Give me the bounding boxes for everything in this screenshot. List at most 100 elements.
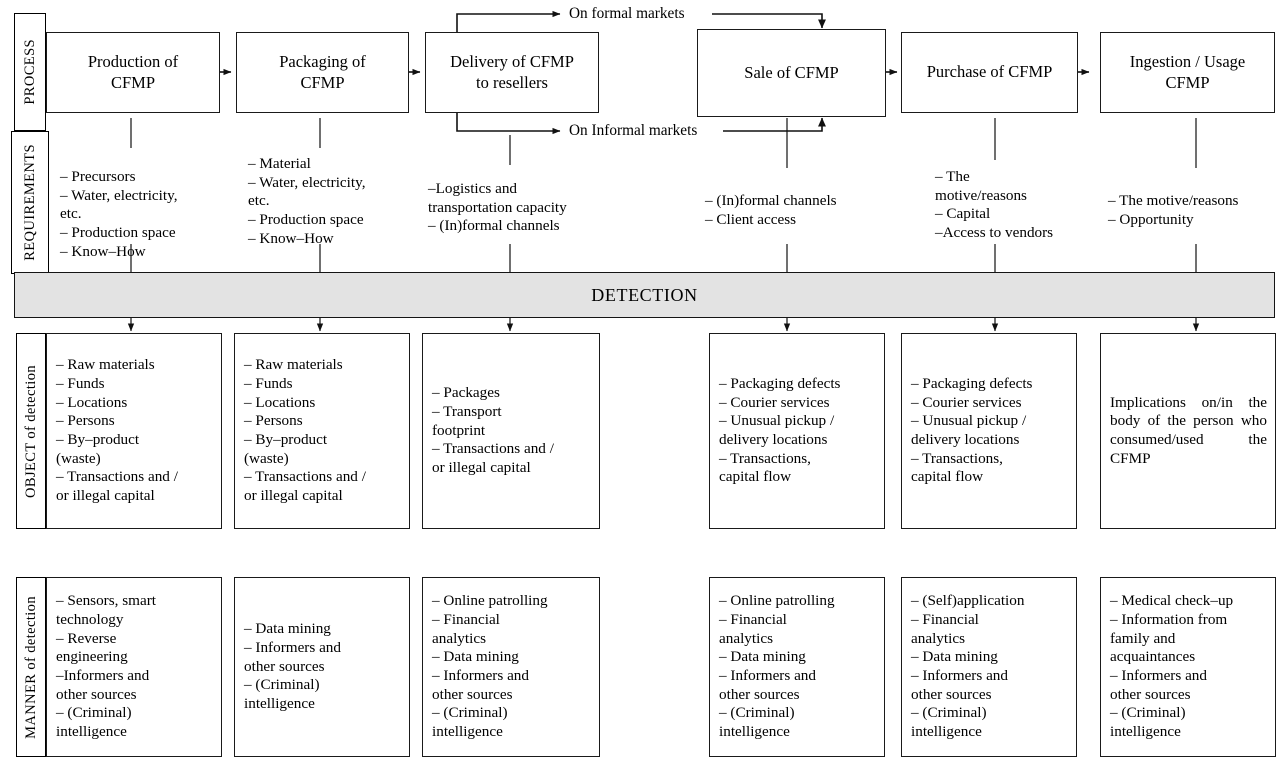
object-item: – Transactions,: [719, 449, 811, 467]
manner-box-2[interactable]: – Data mining – Informers and other sour…: [234, 577, 410, 757]
row-label-object: OBJECT of detection: [16, 333, 46, 529]
manner-item: engineering: [56, 648, 128, 666]
channel-label-formal: On formal markets: [566, 5, 688, 23]
manner-item: analytics: [911, 629, 965, 647]
manner-item: acquaintances: [1110, 648, 1196, 666]
manner-item: – Reverse: [56, 629, 117, 647]
process-box-sale-label: Sale of CFMP: [744, 62, 839, 82]
object-item: – Persons: [244, 412, 303, 430]
object-item: – Courier services: [719, 393, 830, 411]
manner-item: – Informers and: [244, 638, 341, 656]
row-label-object-text: OBJECT of detection: [22, 364, 39, 498]
process-box-packaging[interactable]: Packaging of CFMP: [236, 32, 409, 113]
object-box-2[interactable]: – Raw materials – Funds – Locations – Pe…: [234, 333, 410, 529]
object-item: capital flow: [719, 468, 792, 486]
object-item: or illegal capital: [244, 487, 343, 505]
object-box-3[interactable]: – Packages – Transport footprint – Trans…: [422, 333, 600, 529]
object-box-5[interactable]: – Packaging defects – Courier services –…: [901, 333, 1077, 529]
manner-item: – (Criminal): [244, 676, 320, 694]
row-label-process: PROCESS: [14, 13, 46, 131]
object-box-4[interactable]: – Packaging defects – Courier services –…: [709, 333, 885, 529]
process-box-purchase-label: Purchase of CFMP: [926, 62, 1053, 82]
object-item: – Locations: [56, 393, 128, 411]
requirement-item: etc.: [248, 192, 270, 210]
object-item: – Persons: [56, 412, 115, 430]
object-box-6[interactable]: Implications on/in the body of the perso…: [1100, 333, 1276, 529]
requirement-item: –Access to vendors: [935, 224, 1054, 242]
requirement-item: – (In)formal channels: [705, 192, 837, 209]
requirement-item: – Capital: [935, 205, 991, 223]
object-item: – Unusual pickup /: [911, 412, 1027, 430]
object-item: – By–product: [56, 431, 140, 448]
requirement-item: – Client access: [705, 210, 797, 228]
process-box-production-label: Production of CFMP: [87, 51, 179, 92]
object-item: – Packages: [432, 384, 500, 402]
manner-item: – (Criminal): [56, 704, 132, 722]
object-item: delivery locations: [911, 431, 1020, 448]
manner-item: other sources: [432, 685, 513, 703]
process-box-sale[interactable]: Sale of CFMP: [697, 29, 886, 117]
requirement-item: – The: [935, 168, 970, 185]
object-item: – Packaging defects: [719, 374, 841, 392]
manner-item: other sources: [1110, 685, 1191, 703]
requirements-col-1: – Precursors – Water, electricity, etc. …: [60, 168, 228, 261]
requirements-col-5: – The motive/reasons – Capital –Access t…: [935, 168, 1085, 243]
process-box-ingestion[interactable]: Ingestion / Usage CFMP: [1100, 32, 1275, 113]
process-box-production[interactable]: Production of CFMP: [46, 32, 220, 113]
object-item: – Courier services: [911, 393, 1022, 411]
object-item: – Raw materials: [244, 356, 343, 374]
object-item: – Locations: [244, 393, 316, 411]
object-paragraph: Implications on/in the body of the perso…: [1110, 393, 1267, 467]
manner-box-4[interactable]: – Online patrolling – Financial analytic…: [709, 577, 885, 757]
manner-item: – Medical check–up: [1110, 592, 1234, 610]
object-item: – Raw materials: [56, 356, 155, 374]
requirement-item: – Water, electricity,: [60, 186, 178, 204]
manner-item: – Informers and: [432, 667, 529, 684]
manner-item: – Online patrolling: [432, 592, 548, 610]
object-item: – Transactions and /: [432, 440, 554, 458]
manner-item: intelligence: [1110, 723, 1181, 741]
manner-item: intelligence: [244, 695, 315, 713]
manner-item: – Data mining: [244, 620, 331, 638]
requirements-col-4: – (In)formal channels – Client access: [705, 192, 885, 229]
requirement-item: – Opportunity: [1108, 210, 1194, 228]
requirement-item: – Know–How: [248, 229, 334, 247]
manner-item: – (Criminal): [1110, 704, 1186, 722]
object-item: – Unusual pickup /: [719, 412, 835, 430]
object-item: or illegal capital: [432, 459, 531, 477]
manner-item: – Sensors, smart: [56, 592, 156, 610]
object-item: – Transactions and /: [56, 468, 178, 486]
requirement-item: – Know–How: [60, 242, 146, 260]
manner-item: – Informers and: [1110, 667, 1207, 684]
manner-item: – Data mining: [911, 648, 998, 666]
manner-item: – Online patrolling: [719, 592, 835, 610]
manner-item: technology: [56, 610, 124, 628]
manner-item: – Data mining: [432, 648, 519, 666]
requirement-item: transportation capacity: [428, 198, 567, 216]
process-box-delivery[interactable]: Delivery of CFMP to resellers: [425, 32, 599, 113]
row-label-manner-text: MANNER of detection: [22, 595, 39, 739]
manner-box-5[interactable]: – (Self)application – Financial analytic…: [901, 577, 1077, 757]
manner-item: – (Criminal): [432, 704, 508, 722]
manner-item: – Information from: [1110, 610, 1228, 628]
manner-item: – Informers and: [911, 667, 1008, 684]
manner-box-3[interactable]: – Online patrolling – Financial analytic…: [422, 577, 600, 757]
object-item: footprint: [432, 421, 486, 439]
object-item: – Transactions,: [911, 449, 1003, 467]
process-box-purchase[interactable]: Purchase of CFMP: [901, 32, 1078, 113]
manner-item: – (Criminal): [911, 704, 987, 722]
object-item: capital flow: [911, 468, 984, 486]
requirements-col-2: – Material – Water, electricity, etc. – …: [248, 155, 418, 248]
process-box-delivery-label: Delivery of CFMP to resellers: [450, 51, 574, 92]
manner-item: other sources: [56, 685, 137, 703]
process-box-packaging-label: Packaging of CFMP: [279, 51, 366, 92]
manner-item: analytics: [432, 629, 486, 647]
requirement-item: – Water, electricity,: [248, 173, 366, 191]
object-box-1[interactable]: – Raw materials – Funds – Locations – Pe…: [46, 333, 222, 529]
manner-box-1[interactable]: – Sensors, smart technology – Reverse en…: [46, 577, 222, 757]
manner-item: – Data mining: [719, 648, 806, 666]
process-box-ingestion-label: Ingestion / Usage CFMP: [1129, 51, 1246, 92]
manner-item: other sources: [911, 685, 992, 703]
manner-box-6[interactable]: – Medical check–up – Information from fa…: [1100, 577, 1276, 757]
